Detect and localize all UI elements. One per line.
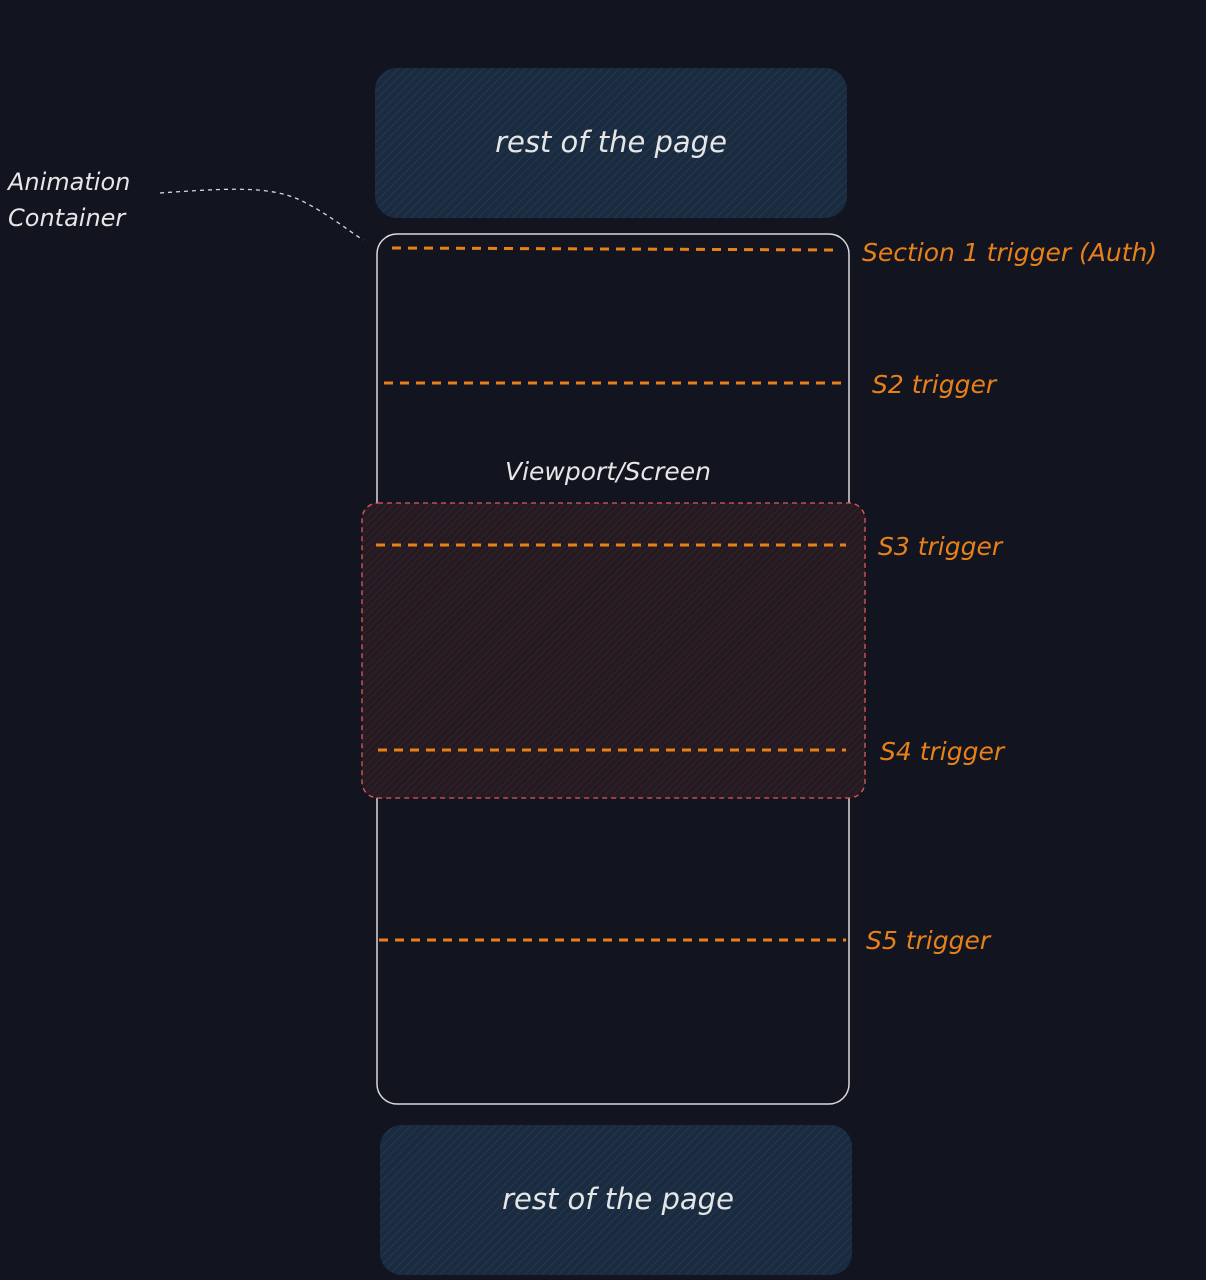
trigger-s5-label: S5 trigger xyxy=(866,926,992,955)
bottom-page-block-label: rest of the page xyxy=(502,1182,734,1216)
viewport-area xyxy=(361,502,866,799)
trigger-s3-label: S3 trigger xyxy=(878,532,1004,561)
top-page-block: rest of the page xyxy=(375,68,847,218)
trigger-s1: Section 1 trigger (Auth) xyxy=(391,238,1157,267)
top-page-block-label: rest of the page xyxy=(495,125,727,159)
animation-container-label-line1: Animation xyxy=(6,168,130,196)
animation-container-label: Animation Container xyxy=(6,168,364,241)
trigger-s2-label: S2 trigger xyxy=(872,370,998,399)
animation-container-label-line2: Container xyxy=(8,204,127,232)
trigger-s1-line xyxy=(391,246,835,252)
container-connector-line xyxy=(159,188,364,241)
trigger-s2: S2 trigger xyxy=(384,370,998,399)
viewport-label: Viewport/Screen xyxy=(505,457,711,486)
trigger-s4: S4 trigger xyxy=(378,737,1006,766)
bottom-page-block: rest of the page xyxy=(380,1125,852,1275)
viewport-screen: Viewport/Screen xyxy=(361,457,866,799)
trigger-s3: S3 trigger xyxy=(376,532,1004,561)
trigger-s4-label: S4 trigger xyxy=(880,737,1006,766)
trigger-s1-label: Section 1 trigger (Auth) xyxy=(862,238,1157,267)
trigger-s5: S5 trigger xyxy=(379,926,992,955)
